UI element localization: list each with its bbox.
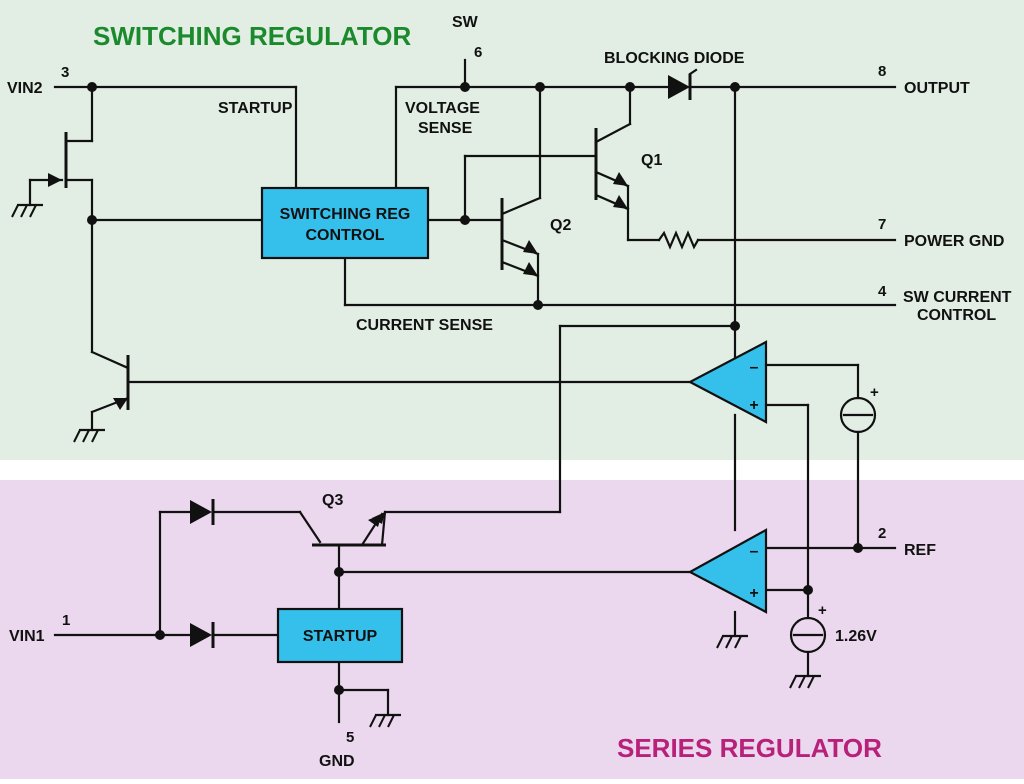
current-sense-label: CURRENT SENSE bbox=[356, 317, 493, 334]
switching-wiring bbox=[28, 58, 897, 514]
pin-number-4: 4 bbox=[878, 283, 887, 300]
junction-dots bbox=[87, 82, 863, 695]
pin-number-3: 3 bbox=[61, 64, 69, 81]
pin-number-1: 1 bbox=[62, 612, 70, 629]
svg-text:+: + bbox=[870, 384, 879, 401]
pin-name-ref: REF bbox=[904, 542, 936, 559]
series-section-bg bbox=[0, 480, 1024, 779]
pin-name-gnd: GND bbox=[319, 753, 355, 770]
svg-text:+: + bbox=[749, 585, 758, 602]
svg-text:–: – bbox=[750, 543, 759, 560]
svg-text:–: – bbox=[750, 359, 759, 376]
pin-name-control: CONTROL bbox=[917, 307, 996, 324]
pin-name-vin2: VIN2 bbox=[7, 80, 43, 97]
lower-opamp: – + bbox=[687, 528, 768, 614]
series-regulator-title: SERIES REGULATOR bbox=[617, 733, 882, 763]
q1-label: Q1 bbox=[641, 152, 662, 169]
pin-number-6: 6 bbox=[474, 44, 482, 61]
upper-voltage-source: + bbox=[839, 384, 879, 550]
svg-text:+: + bbox=[818, 602, 827, 619]
startup-wire-label: STARTUP bbox=[218, 100, 293, 117]
pin-number-2: 2 bbox=[878, 525, 886, 542]
voltage-sense-label-1: VOLTAGE bbox=[405, 100, 480, 117]
q3-label: Q3 bbox=[322, 492, 343, 509]
switching-reg-control-block bbox=[260, 186, 430, 260]
voltage-sense-label-2: SENSE bbox=[418, 120, 473, 137]
upper-opamp: – + bbox=[687, 324, 860, 592]
reference-voltage-label: 1.26V bbox=[835, 628, 877, 645]
section-divider bbox=[0, 460, 1024, 480]
switching-block-label-1: SWITCHING REG bbox=[280, 206, 411, 223]
pin-name-sw-current: SW CURRENT bbox=[903, 289, 1012, 306]
reference-voltage-source: + bbox=[789, 602, 827, 654]
pin-name-sw: SW bbox=[452, 14, 479, 31]
pin-number-7: 7 bbox=[878, 216, 886, 233]
pin-number-5: 5 bbox=[346, 729, 354, 746]
switching-section-bg bbox=[0, 0, 1024, 460]
q2-label: Q2 bbox=[550, 217, 571, 234]
pin-name-power-gnd: POWER GND bbox=[904, 233, 1004, 250]
pin-number-8: 8 bbox=[878, 63, 886, 80]
startup-block-label: STARTUP bbox=[303, 628, 378, 645]
switching-block-label-2: CONTROL bbox=[305, 227, 384, 244]
blocking-diode-label: BLOCKING DIODE bbox=[604, 50, 745, 67]
switching-regulator-title: SWITCHING REGULATOR bbox=[93, 21, 411, 51]
pin-name-output: OUTPUT bbox=[904, 80, 970, 97]
pin-name-vin1: VIN1 bbox=[9, 628, 45, 645]
startup-block bbox=[276, 607, 404, 664]
svg-text:+: + bbox=[749, 397, 758, 414]
